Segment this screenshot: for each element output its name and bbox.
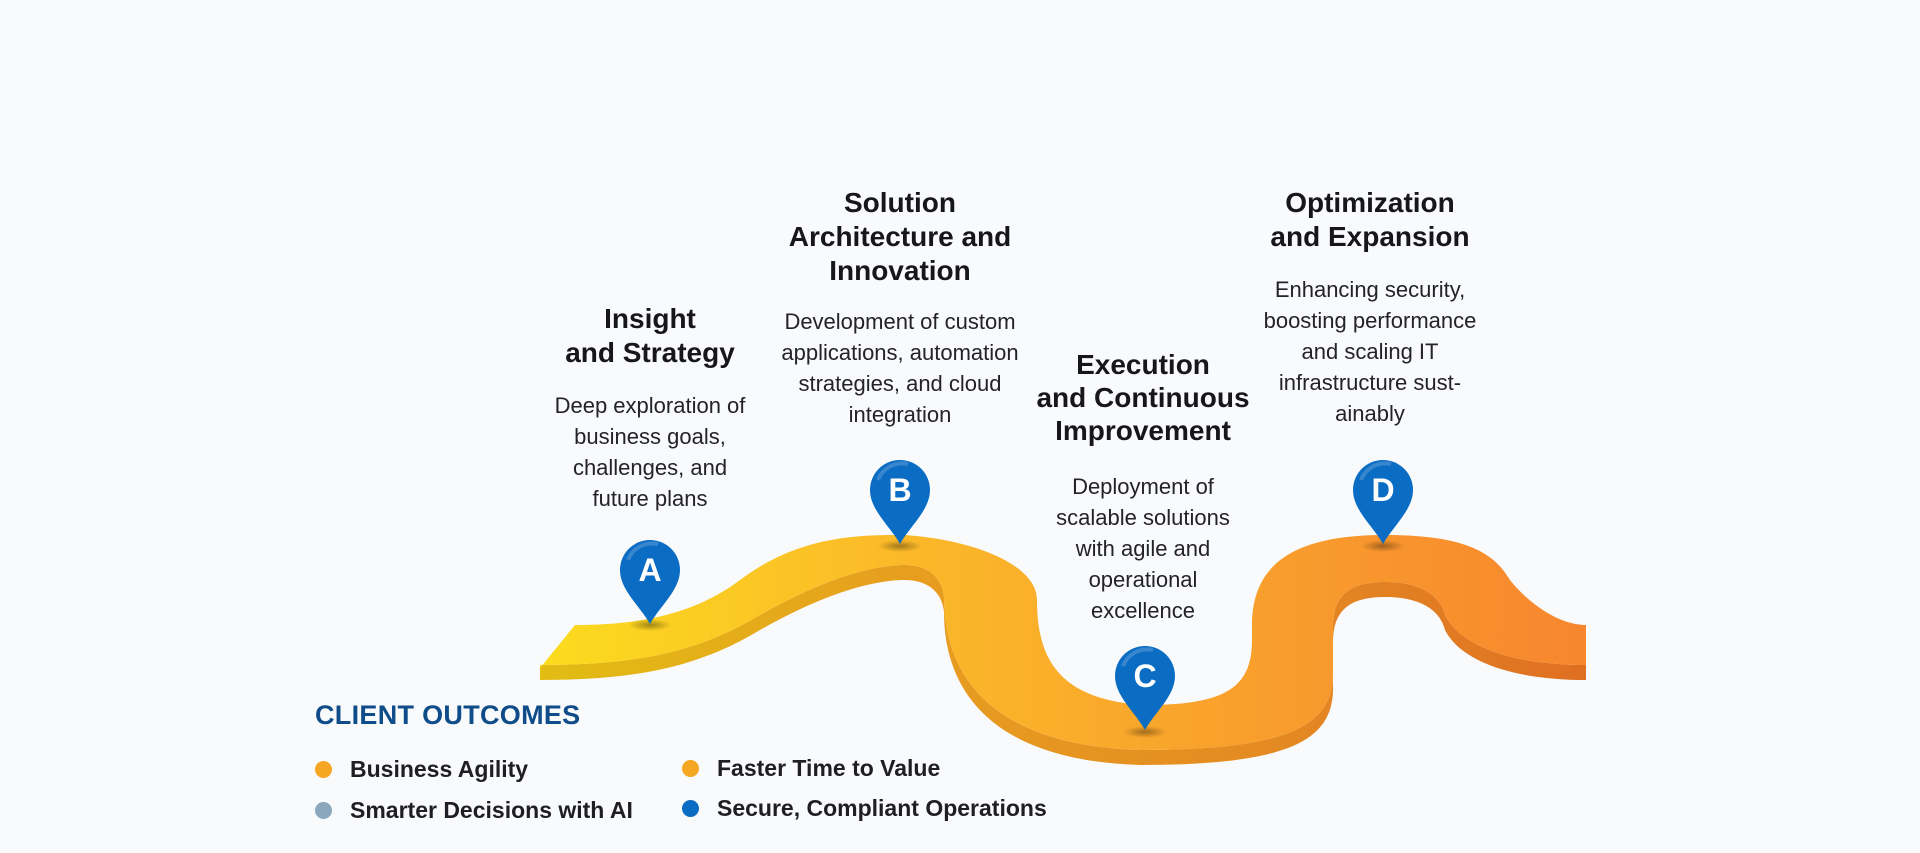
outcome-smarter-decisions-ai: Smarter Decisions with AI bbox=[315, 797, 633, 824]
client-outcomes-title: CLIENT OUTCOMES bbox=[315, 700, 581, 730]
step-description: Deep exploration of business goals, chal… bbox=[554, 393, 746, 511]
outcome-label: Faster Time to Value bbox=[717, 755, 941, 781]
step-title: Insight and Strategy bbox=[565, 303, 735, 368]
pin-letter: C bbox=[1133, 658, 1156, 694]
pin-letter: A bbox=[638, 552, 661, 588]
step-execution-improvement: Execution and Continuous Improvement Dep… bbox=[1032, 348, 1254, 626]
step-title: Solution Architecture and Innovation bbox=[788, 187, 1012, 286]
outcome-label: Smarter Decisions with AI bbox=[350, 797, 633, 823]
map-pin-icon-c: C bbox=[1115, 646, 1175, 730]
outcome-dot-icon bbox=[682, 800, 699, 817]
client-outcomes: CLIENT OUTCOMES Business Agility Faster … bbox=[315, 700, 1115, 823]
outcome-secure-compliant: Secure, Compliant Operations bbox=[682, 795, 1047, 822]
map-pin-icon-a: A bbox=[620, 540, 680, 624]
step-description: Deployment of scalable solutions with ag… bbox=[1056, 474, 1230, 623]
outcome-faster-time-to-value: Faster Time to Value bbox=[682, 755, 940, 782]
outcome-business-agility: Business Agility bbox=[315, 756, 528, 783]
map-pin-icon-b: B bbox=[870, 460, 930, 544]
outcome-dot-icon bbox=[682, 760, 699, 777]
step-optimization-expansion: Optimization and Expansion Enhancing sec… bbox=[1230, 186, 1510, 429]
road-surface bbox=[540, 535, 1586, 750]
pin-letter: B bbox=[888, 472, 911, 508]
step-description: Enhancing security, boosting performance… bbox=[1263, 277, 1477, 426]
outcome-dot-icon bbox=[315, 761, 332, 778]
outcome-label: Secure, Compliant Operations bbox=[717, 795, 1047, 821]
step-solution-architecture: Solution Architecture and Innovation Dev… bbox=[760, 186, 1040, 430]
road-side bbox=[540, 565, 1586, 765]
step-insight-strategy: Insight and Strategy Deep exploration of… bbox=[530, 302, 770, 514]
step-description: Development of custom applications, auto… bbox=[781, 309, 1019, 427]
step-title: Optimization and Expansion bbox=[1270, 187, 1470, 252]
outcome-dot-icon bbox=[315, 802, 332, 819]
step-title: Execution and Continuous Improvement bbox=[1036, 349, 1250, 446]
map-pin-icon-d: D bbox=[1353, 460, 1413, 544]
outcome-label: Business Agility bbox=[350, 756, 529, 782]
pin-letter: D bbox=[1371, 472, 1394, 508]
